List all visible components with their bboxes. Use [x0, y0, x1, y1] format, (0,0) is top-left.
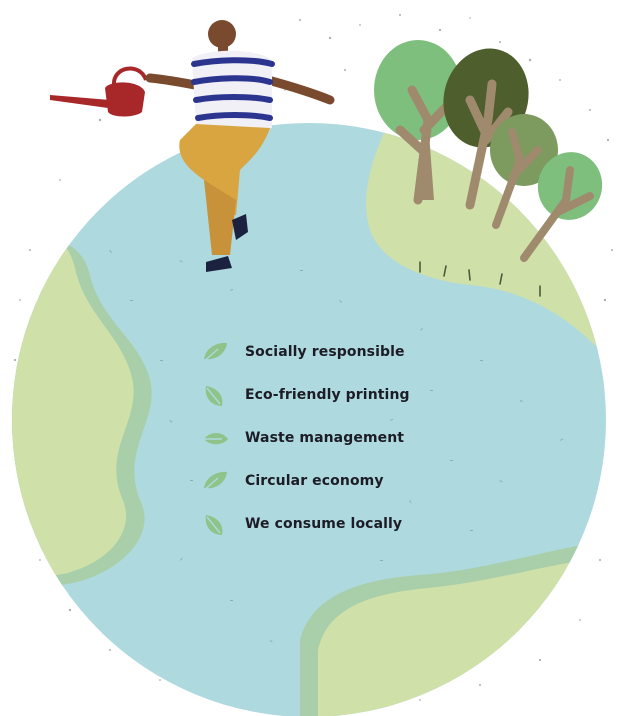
grass-tufts: [419, 261, 541, 297]
value-label: Circular economy: [245, 472, 384, 489]
value-item-waste-management: Waste management: [200, 416, 410, 459]
value-label: We consume locally: [245, 515, 403, 532]
value-label: Socially responsible: [245, 343, 405, 360]
person-watering: [50, 20, 335, 272]
leaf-icon: [201, 342, 227, 364]
value-item-socially-responsible: Socially responsible: [200, 330, 410, 373]
value-item-we-consume-locally: We consume locally: [200, 502, 410, 545]
value-item-eco-friendly-printing: Eco-friendly printing: [200, 373, 410, 416]
left-continent: [12, 232, 134, 577]
value-item-circular-economy: Circular economy: [200, 459, 410, 502]
trees: [374, 40, 603, 262]
leaf-icon: [201, 471, 227, 493]
value-label: Eco-friendly printing: [245, 386, 410, 403]
leaf-icon: [201, 432, 228, 444]
leaf-icon: [205, 385, 223, 406]
value-label: Waste management: [245, 429, 405, 446]
values-list: Socially responsible Eco-friendly printi…: [200, 330, 410, 545]
leaf-icon: [205, 514, 223, 535]
